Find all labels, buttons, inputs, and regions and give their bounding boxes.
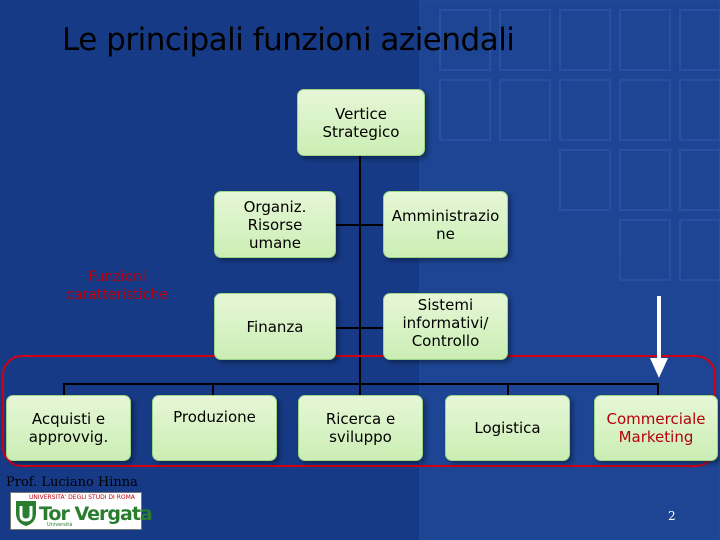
connector-finanza: [335, 327, 361, 329]
university-logo: UNIVERSITA' DEGLI STUDI DI ROMA Tor Verg…: [10, 492, 153, 530]
logo-university-text: UNIVERSITA' DEGLI STUDI DI ROMA: [29, 494, 135, 501]
logo-wordmark: Tor Vergata: [39, 503, 153, 525]
university-shield-icon: [16, 501, 36, 526]
down-arrow-icon: [650, 296, 668, 378]
slide-title: Le principali funzioni aziendali: [62, 22, 515, 58]
connector-amministrazione: [359, 224, 383, 226]
node-sistemi-informativi-controllo: Sistemi informativi/ Controllo: [383, 293, 508, 360]
node-acquisti-approvvig: Acquisti e approvvig.: [6, 395, 131, 461]
connector-acquisti: [63, 383, 65, 397]
connector-commerciale: [657, 383, 659, 397]
node-commerciale-marketing: Commerciale Marketing: [594, 395, 718, 461]
connector-trunk: [359, 156, 361, 384]
node-finanza: Finanza: [214, 293, 336, 360]
connector-logistica: [507, 383, 509, 397]
connector-ricerca: [359, 383, 361, 397]
connector-horizontal-bar: [63, 383, 659, 385]
logo-subtitle: Università: [47, 522, 73, 528]
connector-produzione: [212, 383, 214, 397]
node-organiz-risorse-umane: Organiz. Risorse umane: [214, 191, 336, 258]
node-vertice-strategico: Vertice Strategico: [297, 89, 425, 156]
node-amministrazione: Amministrazio ne: [383, 191, 508, 258]
connector-organiz: [335, 224, 361, 226]
node-ricerca-sviluppo: Ricerca e sviluppo: [298, 395, 423, 461]
page-number: 2: [668, 509, 676, 523]
funzioni-caratteristiche-label: Funzioni caratteristiche: [66, 269, 168, 303]
author-name: Prof. Luciano Hinna: [6, 475, 138, 490]
node-logistica: Logistica: [445, 395, 570, 461]
connector-sistemi: [359, 327, 383, 329]
node-produzione: Produzione: [152, 395, 277, 461]
